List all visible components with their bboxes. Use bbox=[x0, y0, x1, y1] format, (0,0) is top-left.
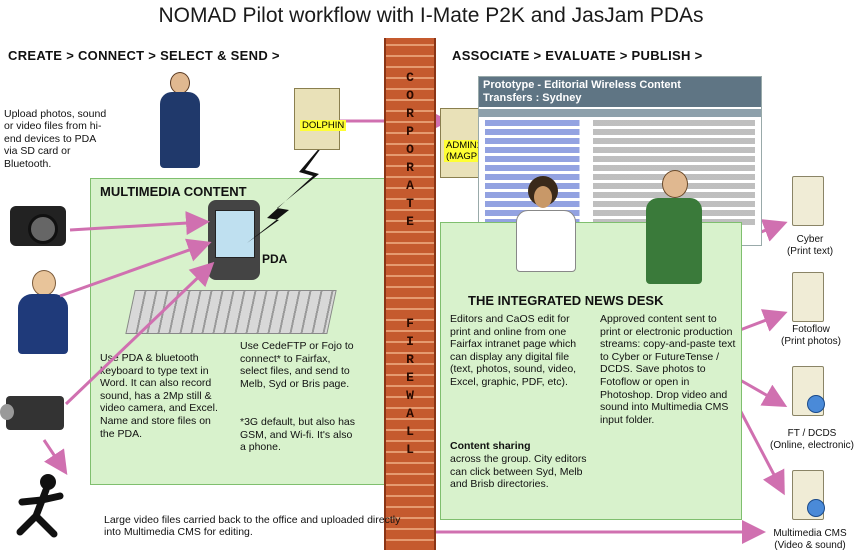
prototype-title-line2: Transfers : Sydney bbox=[483, 92, 582, 104]
firewall-letter: I bbox=[406, 334, 414, 349]
firewall-letter: R bbox=[406, 160, 414, 175]
firewall-letter: A bbox=[406, 406, 414, 421]
steps-right: ASSOCIATE > EVALUATE > PUBLISH > bbox=[452, 48, 703, 63]
upload-note: Upload photos, sound or video files from… bbox=[4, 108, 107, 170]
corporate-firewall bbox=[384, 38, 436, 550]
multimedia-col2-footnote: *3G default, but also has GSM, and Wi-fi… bbox=[240, 416, 355, 454]
multimedia-cms-computer-icon bbox=[792, 470, 825, 520]
firewall-letter: L bbox=[406, 424, 414, 439]
firewall-letter: R bbox=[406, 352, 414, 367]
newsdesk-col2-text: Approved content sent to print or electr… bbox=[600, 313, 736, 426]
destination-ft-dcds: FT / DCDS(Online, electronic) bbox=[770, 428, 854, 451]
cyber-computer-icon bbox=[792, 176, 824, 226]
pda-label: PDA bbox=[262, 252, 288, 266]
firewall-letter: R bbox=[406, 106, 414, 121]
camera-icon bbox=[10, 206, 66, 246]
firewall-letter: P bbox=[406, 124, 414, 139]
wireless-lightning-icon bbox=[247, 132, 333, 243]
firewall-letter: F bbox=[406, 316, 414, 331]
multimedia-col2-text: Use CedeFTP or Fojo to connect* to Fairf… bbox=[240, 340, 354, 390]
bottom-note: Large video files carried back to the of… bbox=[104, 514, 401, 539]
diagram-title: NOMAD Pilot workflow with I-Mate P2K and… bbox=[158, 4, 704, 27]
editor-man-figure bbox=[640, 170, 710, 290]
multimedia-heading: MULTIMEDIA CONTENT bbox=[100, 184, 247, 199]
ft-dcds-computer-icon bbox=[792, 366, 825, 416]
phone-user-figure bbox=[158, 72, 202, 168]
dolphin-label: DOLPHIN bbox=[300, 120, 347, 131]
steps-left: CREATE > CONNECT > SELECT & SEND > bbox=[8, 48, 280, 63]
video-camera-icon bbox=[0, 396, 64, 430]
destination-fotoflow: Fotoflow(Print photos) bbox=[780, 324, 842, 347]
firewall-letter: E bbox=[406, 214, 414, 229]
reporter-figure bbox=[8, 270, 88, 360]
firewall-letter: E bbox=[406, 370, 414, 385]
newsdesk-col1-text: Editors and CaOS edit for print and onli… bbox=[450, 313, 577, 388]
running-man-icon bbox=[12, 472, 72, 542]
prototype-title-line1: Prototype - Editorial Wireless Content bbox=[483, 79, 681, 91]
firewall-letter: C bbox=[406, 70, 414, 85]
editor-woman-figure bbox=[510, 176, 580, 286]
dolphin-server-icon bbox=[294, 88, 340, 150]
firewall-letter: O bbox=[406, 142, 414, 157]
multimedia-col1-text: Use PDA & bluetooth keyboard to type tex… bbox=[100, 352, 218, 440]
firewall-letter: T bbox=[406, 196, 414, 211]
pda-icon bbox=[208, 200, 260, 280]
destination-cyber: Cyber(Print text) bbox=[786, 234, 834, 257]
firewall-letter: O bbox=[406, 88, 414, 103]
fotoflow-computer-icon bbox=[792, 272, 824, 322]
firewall-letter: A bbox=[406, 178, 414, 193]
newsdesk-heading: THE INTEGRATED NEWS DESK bbox=[468, 293, 664, 308]
content-sharing-heading: Content sharing bbox=[450, 440, 531, 452]
destination-multimedia-cms: Multimedia CMS(Video & sound) bbox=[773, 528, 847, 551]
firewall-letter: L bbox=[406, 442, 414, 457]
content-sharing-text: across the group. City editors can click… bbox=[450, 453, 587, 491]
firewall-letter: W bbox=[406, 388, 414, 403]
